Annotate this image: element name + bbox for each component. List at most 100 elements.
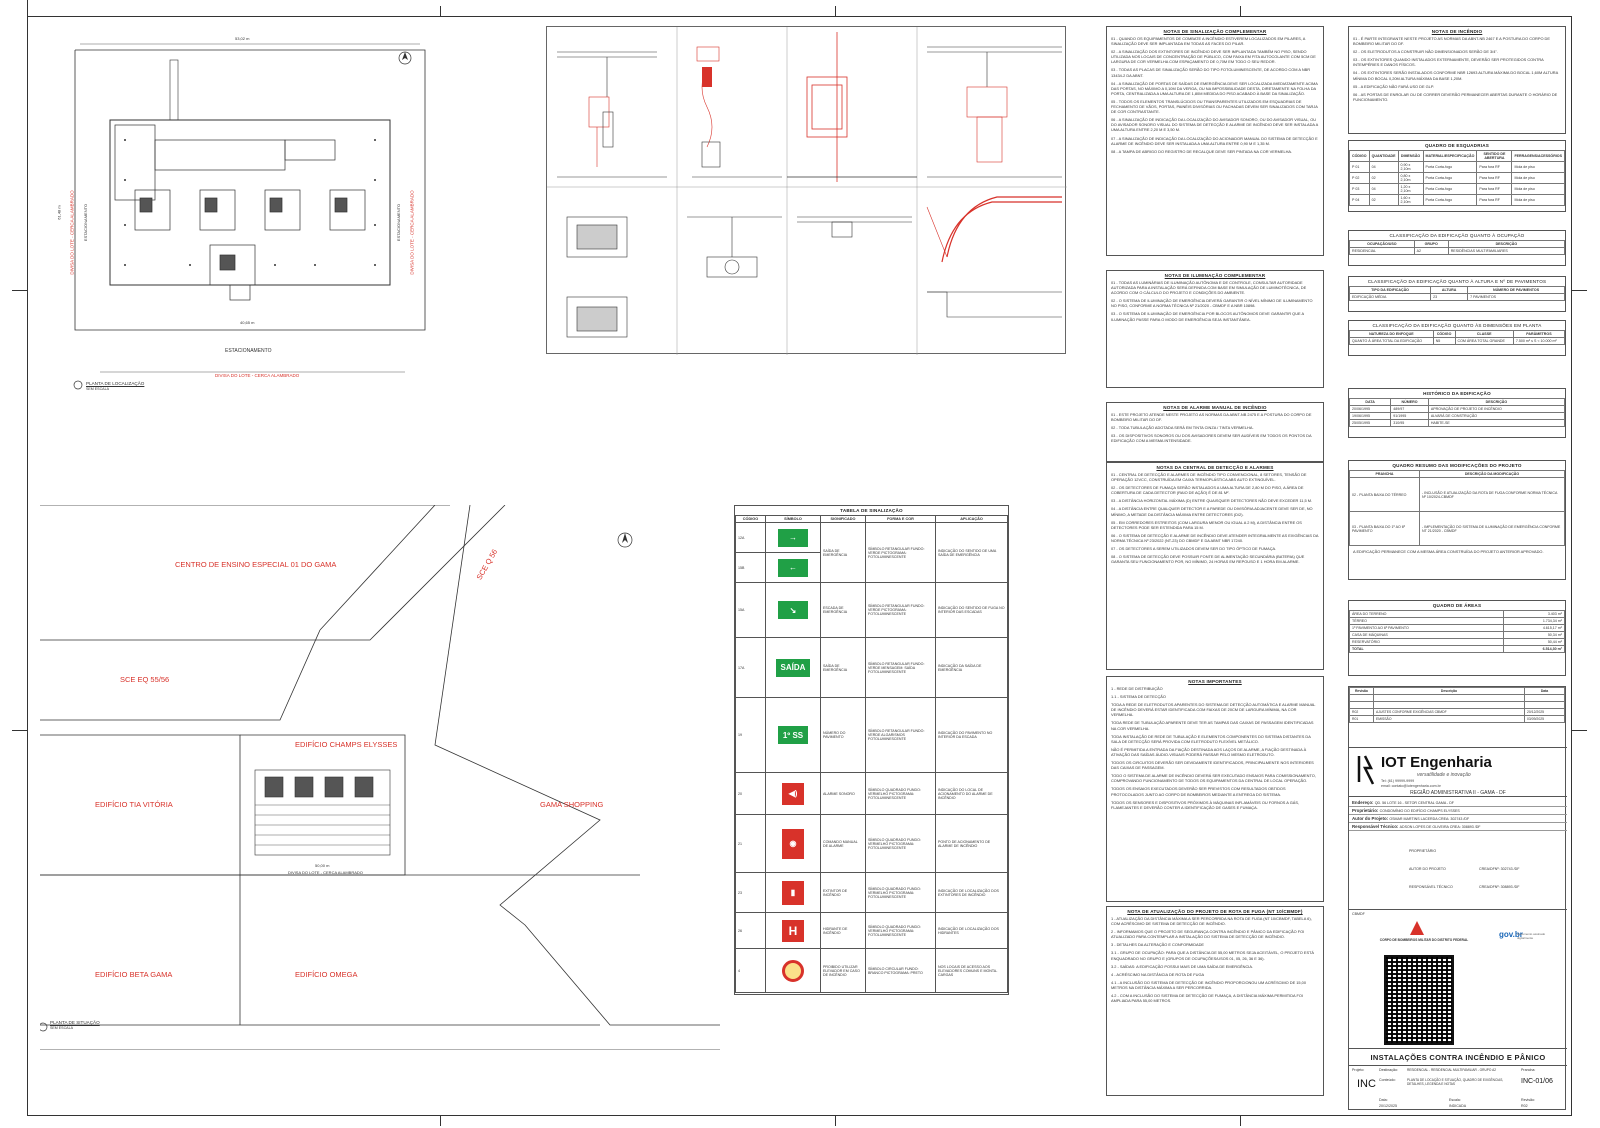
location-sce-eq: SCE EQ 55/56 [120,675,170,684]
table-row: 03 - PLANTA BAIXA DO 1º AO 6º PAVIMENTO-… [1349,511,1565,546]
signal-table-grid: CÓDIGO SÍMBOLO SIGNIFICADO FORMA E COR A… [735,515,1008,993]
location-divisa: DIVISA DO LOTE - CERCA ALAMBRADO [288,870,363,875]
sig-h-symbol: SÍMBOLO [765,515,821,523]
ocupacao-table: CLASSIFICAÇÃO DA EDIFICAÇÃO QUANTO À OCU… [1348,230,1566,266]
site-caption-scale: SEM ESCALA [86,387,109,391]
table-row [1349,701,1565,709]
sig-h-code: CÓDIGO [735,515,766,523]
site-left-parking: ESTACIONAMENTO [83,203,89,242]
location-caption: PLANTA DE SITUAÇÃO [50,1020,100,1025]
location-plan: CENTRO DE ENSINO ESPECIAL 01 DO GAMA SCE… [38,504,720,1051]
site-plan: 53,02 m 40,65 m 61,48 m DIVISA DO LOTE -… [57,30,440,400]
stairs-exit-icon: ↘ [778,601,808,619]
company-name: IOT Engenharia [1381,754,1492,771]
table-row: 26 H HIDRANTE DE INCÊNDIO SÍMBOLO QUADRA… [735,912,1008,949]
company-phone: Tel: (61) 99999-9999 [1381,779,1415,783]
location-plan-drawing [38,504,720,1051]
table-row: 20 ◀) ALARME SONORO SÍMBOLO QUADRADO FUN… [735,772,1008,815]
alarm-horn-icon: ◀) [782,782,804,805]
qr-code [1384,955,1454,1045]
location-gama-shopping: GAMA SHOPPING [540,800,604,809]
sig-h-form: FORMA E COR [865,515,936,523]
location-dim-bottom: 50,00 m [315,863,330,868]
sig-h-app: APLICAÇÃO [935,515,1008,523]
notes-sinalizacao: NOTAS DE SINALIZAÇÃO COMPLEMENTAR 01 - Q… [1106,26,1324,256]
altura-table: CLASSIFICAÇÃO DA EDIFICAÇÃO QUANTO À ALT… [1348,276,1566,312]
table-row [1349,694,1565,702]
hydrant-icon: H [782,919,804,942]
company-email: email: contato@iotengenharia.com.br [1381,784,1441,788]
signal-table-title: TABELA DE SINALIZAÇÃO [840,508,903,513]
cbmdf-seal-icon [1409,920,1425,936]
table-row: 4 PROIBIDO UTILIZAR ELEVADOR EM CASO DE … [735,948,1008,993]
no-elevator-icon [782,959,804,982]
site-right-divisa: DIVISA DO LOTE - CERCA ALAMBRADO [409,190,415,275]
exit-right-icon: → [778,528,808,547]
notes-central: NOTAS DA CENTRAL DE DETECÇÃO E ALARMES 0… [1106,462,1324,670]
table-row: 21 ◉ COMANDO MANUAL DE ALARME SÍMBOLO QU… [735,814,1008,873]
company-block: IOT Engenharia versatilidade e inovação … [1349,747,1567,797]
location-centro: CENTRO DE ENSINO ESPECIAL 01 DO GAMA [175,560,337,569]
company-slogan: versatilidade e inovação [1417,772,1471,778]
location-tia-vitoria: EDIFÍCIO TIA VITÓRIA [95,800,173,809]
dimensoes-table: CLASSIFICAÇÃO DA EDIFICAÇÃO QUANTO ÀS DI… [1348,320,1566,356]
govbr-logo-icon: gov.br [1499,930,1523,939]
floor-number-icon: 1º SS [778,726,808,744]
site-bottom-parking: ESTACIONAMENTO [225,348,272,354]
notes-incendio: NOTAS DE INCÊNDIO 01 - É PARTE INTEGRANT… [1348,26,1566,134]
location-omega: EDIFÍCIO OMEGA [295,970,358,979]
site-height: 61,48 m [56,205,62,220]
exit-left-icon: ← [778,558,808,577]
modificacoes-table: QUADRO RESUMO DAS MODIFICAÇÕES DO PROJET… [1348,460,1566,580]
site-width-bottom: 40,65 m [240,320,255,325]
signal-table: TABELA DE SINALIZAÇÃO CÓDIGO SÍMBOLO SIG… [734,505,1009,995]
table-row: 17A SAÍDA SAÍDA DE EMERGÊNCIA SÍMBOLO RE… [735,637,1008,698]
stamp-area: CBMDF CORPO DE BOMBEIROS MILITAR DO DIST… [1349,909,1567,1049]
site-plan-drawing [73,43,426,390]
extinguisher-icon: ▮ [782,880,804,905]
site-width-top: 53,02 m [235,36,250,41]
table-row: 23 ▮ EXTINTOR DE INCÊNDIO SÍMBOLO QUADRA… [735,872,1008,913]
notes-iluminacao: NOTAS DE ILUMINAÇÃO COMPLEMENTAR 01 - TO… [1106,270,1324,388]
site-left-divisa: DIVISA DO LOTE - CERCA ALAMBRADO [69,190,75,275]
sheet-title: INSTALAÇÕES CONTRA INCÊNDIO E PÂNICO [1370,1053,1546,1062]
location-caption-scale: SEM ESCALA [50,1026,73,1030]
location-beta-gama: EDIFÍCIO BETA GAMA [95,970,173,979]
location-champs: EDIFÍCIO CHAMPS ELYSSES [295,740,398,749]
table-row: 12A → SAÍDA DE EMERGÊNCIA SÍMBOLO RETANG… [735,522,1008,583]
table-row: 15A ↘ ESCADA DE EMERGÊNCIA SÍMBOLO RETAN… [735,582,1008,638]
sig-h-meaning: SIGNIFICADO [820,515,866,523]
notes-alarme: NOTAS DE ALARME MANUAL DE INCÊNDIO 01 - … [1106,402,1324,462]
details-panel [546,26,1067,355]
manual-alarm-icon: ◉ [782,828,804,859]
company-logo-icon [1355,754,1377,786]
company-region: REGIÃO ADMINISTRATIVA II - GAMA - DF [1410,790,1506,796]
saida-sign-icon: SAÍDA [776,658,810,677]
project-info: Endereço: QD. 56 LOTE 16 - SETOR CENTRAL… [1349,799,1567,831]
signatures: PROPRIETÁRIO AUTOR DO PROJETO CREA/DFNº:… [1409,849,1520,889]
sheet-frame [27,16,1572,1116]
site-bottom-divisa: DIVISA DO LOTE - CERCA ALAMBRADO [215,373,300,378]
